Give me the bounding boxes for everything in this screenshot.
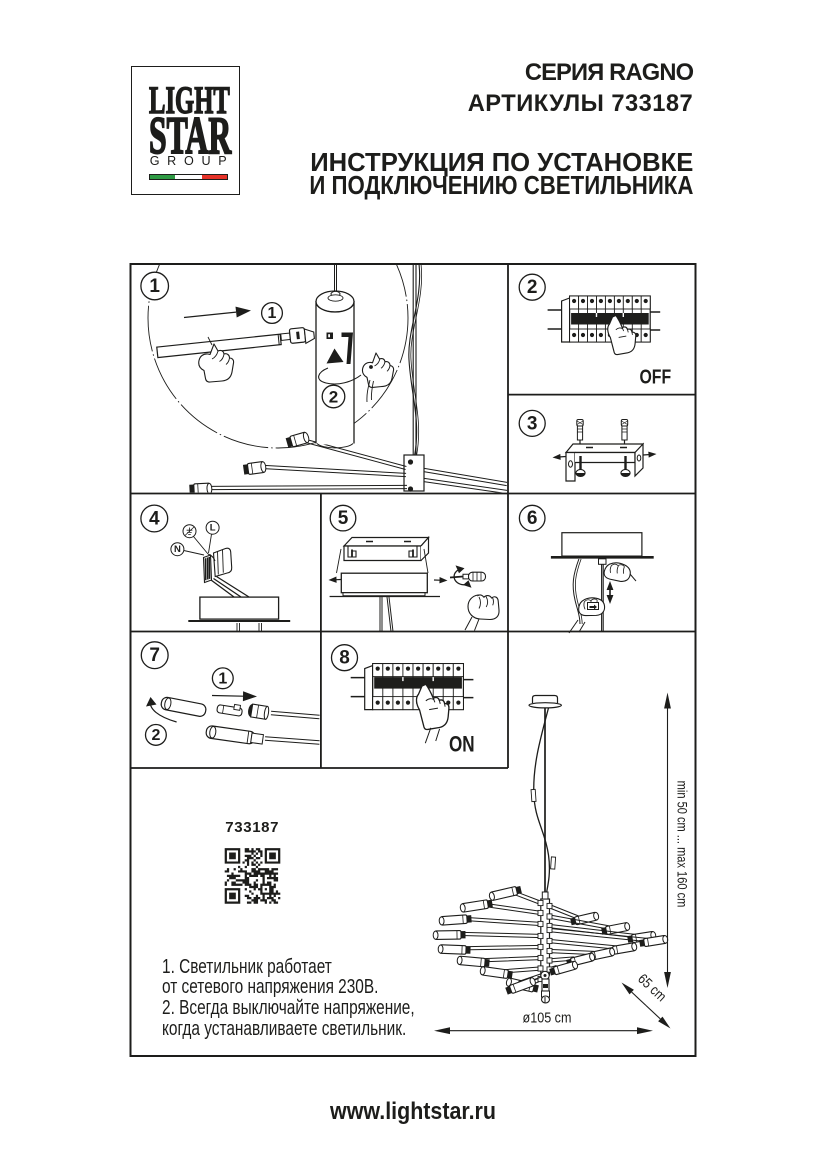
svg-text:2: 2 [151,727,160,744]
svg-text:ø105 cm: ø105 cm [523,1010,572,1026]
svg-text:2: 2 [329,388,338,407]
svg-text:L: L [210,523,216,534]
svg-text:4: 4 [149,509,160,530]
svg-text:5: 5 [338,508,349,529]
svg-text:7: 7 [149,645,160,666]
svg-text:min 50 cm ... max 160 cm: min 50 cm ... max 160 cm [674,781,691,908]
svg-text:6: 6 [527,508,538,529]
svg-text:N: N [174,544,181,555]
svg-text:1: 1 [149,276,160,297]
svg-text:OFF: OFF [640,366,672,388]
svg-text:1: 1 [268,305,277,322]
svg-text:1: 1 [218,670,227,687]
svg-text:2: 2 [527,277,538,298]
svg-text:8: 8 [339,648,350,669]
svg-text:3: 3 [527,413,538,434]
svg-text:ON: ON [449,733,475,758]
